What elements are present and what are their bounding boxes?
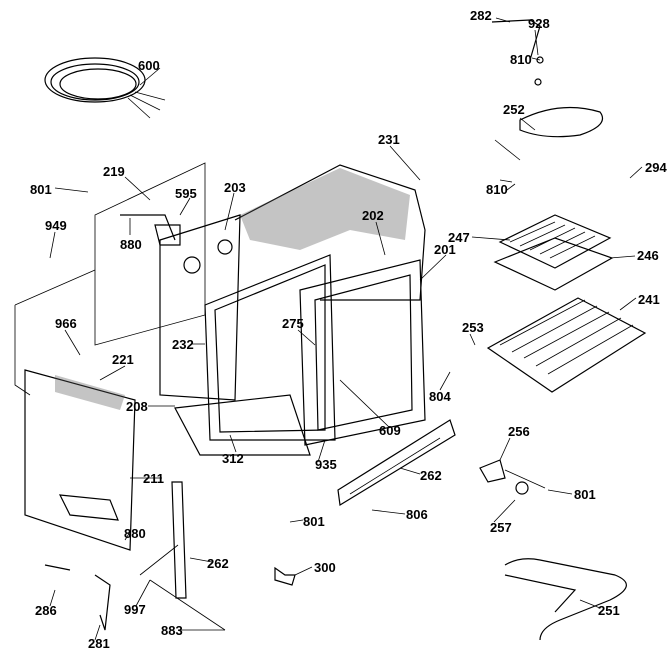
part-label-251: 251 bbox=[598, 603, 620, 618]
part-label-801: 801 bbox=[303, 514, 325, 529]
part-label-221: 221 bbox=[112, 352, 134, 367]
part-front-panel bbox=[24, 369, 136, 551]
part-label-208: 208 bbox=[126, 399, 148, 414]
part-label-286: 286 bbox=[35, 603, 57, 618]
part-label-232: 232 bbox=[172, 337, 194, 352]
part-label-257: 257 bbox=[490, 520, 512, 535]
part-label-281: 281 bbox=[88, 636, 110, 651]
part-label-203: 203 bbox=[224, 180, 246, 195]
part-label-801: 801 bbox=[30, 182, 52, 197]
part-oven-body bbox=[159, 164, 426, 456]
part-label-294: 294 bbox=[645, 160, 667, 175]
part-bake-element bbox=[504, 558, 627, 641]
part-vent-trim bbox=[337, 419, 456, 506]
part-label-801: 801 bbox=[574, 487, 596, 502]
part-label-202: 202 bbox=[362, 208, 384, 223]
part-label-966: 966 bbox=[55, 316, 77, 331]
part-label-231: 231 bbox=[378, 132, 400, 147]
part-labels: 282 928 810 600 252 294 231 810 801 219 203 595 202 9… bbox=[30, 8, 667, 651]
part-label-262: 262 bbox=[207, 556, 229, 571]
part-label-880: 880 bbox=[124, 526, 146, 541]
part-side-trim bbox=[44, 481, 296, 631]
part-light-socket bbox=[479, 459, 546, 495]
part-label-282: 282 bbox=[470, 8, 492, 23]
part-label-997: 997 bbox=[124, 602, 146, 617]
part-wire-harness bbox=[44, 57, 166, 119]
part-label-804: 804 bbox=[429, 389, 451, 404]
part-label-247: 247 bbox=[448, 230, 470, 245]
part-label-883: 883 bbox=[161, 623, 183, 638]
part-broil-pan bbox=[493, 214, 614, 291]
part-label-806: 806 bbox=[406, 507, 428, 522]
part-label-949: 949 bbox=[45, 218, 67, 233]
part-label-935: 935 bbox=[315, 457, 337, 472]
part-label-211: 211 bbox=[143, 471, 164, 486]
leader-lines bbox=[49, 17, 643, 641]
part-label-880: 880 bbox=[120, 237, 142, 252]
part-label-246: 246 bbox=[637, 248, 659, 263]
part-label-810: 810 bbox=[486, 182, 508, 197]
part-label-252: 252 bbox=[503, 102, 525, 117]
part-label-600: 600 bbox=[138, 58, 160, 73]
part-oven-rack bbox=[486, 297, 647, 393]
part-label-256: 256 bbox=[508, 424, 530, 439]
part-label-241: 241 bbox=[638, 292, 660, 307]
part-broil-element-tube bbox=[491, 19, 604, 183]
part-label-275: 275 bbox=[282, 316, 304, 331]
part-label-262: 262 bbox=[420, 468, 442, 483]
part-label-253: 253 bbox=[462, 320, 484, 335]
part-label-609: 609 bbox=[379, 423, 401, 438]
part-label-201: 201 bbox=[434, 242, 456, 257]
part-label-219: 219 bbox=[103, 164, 125, 179]
part-label-312: 312 bbox=[222, 451, 244, 466]
part-label-300: 300 bbox=[314, 560, 336, 575]
part-label-810: 810 bbox=[510, 52, 532, 67]
part-label-928: 928 bbox=[528, 16, 550, 31]
part-label-595: 595 bbox=[175, 186, 197, 201]
